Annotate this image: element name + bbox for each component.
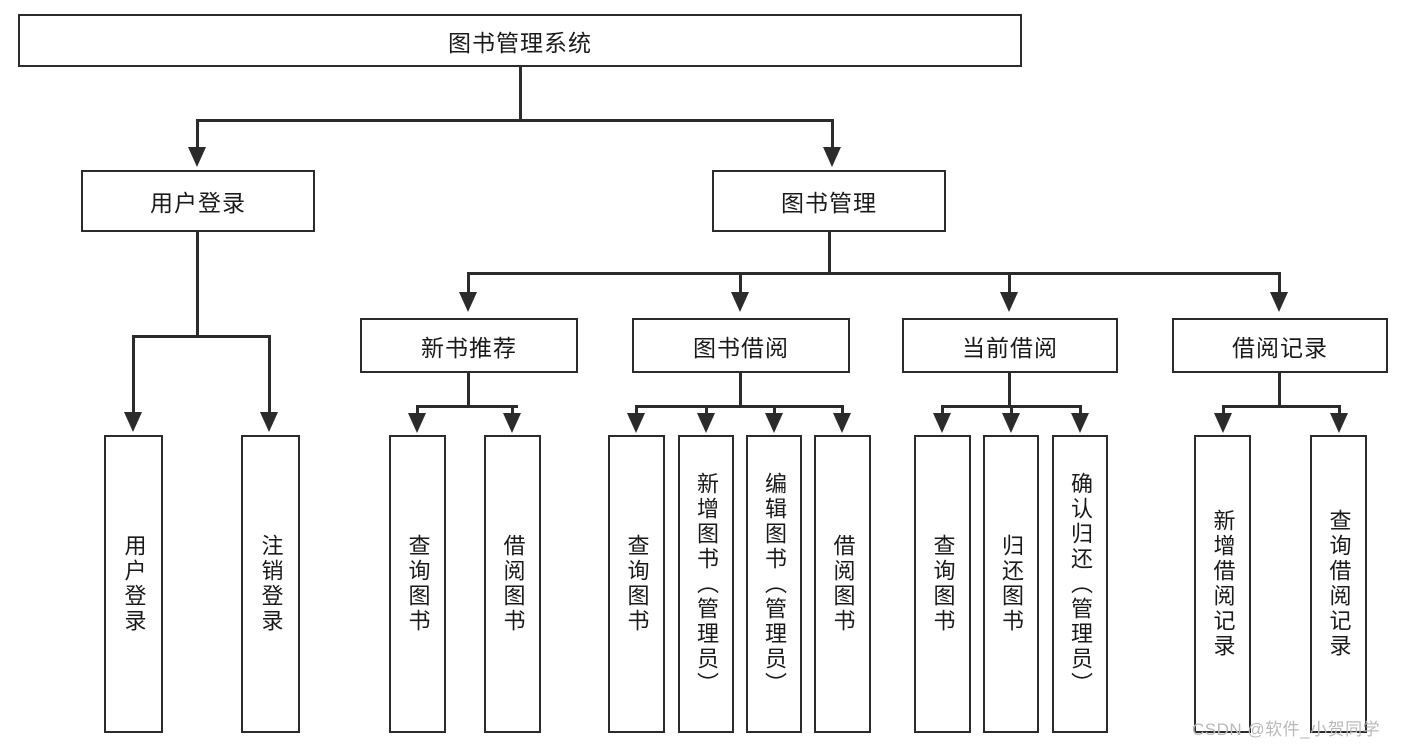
leaf-label: 借阅图书 [500,534,526,634]
arrowhead-nb-to-leaf-1 [408,413,426,433]
arrowhead-bb-to-leaf-4 [833,413,851,433]
connector-bb-to-leaf-4 [841,405,844,417]
node-label: 当前借阅 [962,334,1058,361]
connector-root-to-user-login [196,119,199,151]
leaf-node-query-book-2[interactable]: 查询图书 [608,435,665,733]
leaf-label: 借阅图书 [830,534,856,634]
node-new-book-recommend[interactable]: 新书推荐 [360,318,578,373]
arrowhead-root-to-user-login [188,147,206,167]
connector-cb-to-leaf-2 [1010,405,1013,417]
leaf-node-query-borrow-record[interactable]: 查询借阅记录 [1310,435,1367,733]
leaf-label: 查询借阅记录 [1326,509,1352,659]
node-label: 图书借阅 [693,334,789,361]
leaf-label: 归还图书 [999,534,1024,634]
leaf-node-borrow-book-1[interactable]: 借阅图书 [484,435,541,733]
node-user-login[interactable]: 用户登录 [81,170,315,232]
connector-cb-to-leaf-3 [1079,405,1082,417]
arrowhead-cb-to-leaf-2 [1002,413,1020,433]
connector-new-book-bus [416,405,518,408]
leaf-label: 查询图书 [930,534,956,634]
leaf-label: 新增借阅记录 [1210,509,1236,659]
leaf-label: 确认归还（管理员） [1068,471,1093,697]
arrowhead-nb-to-leaf-2 [503,413,521,433]
leaf-label: 编辑图书（管理员） [762,471,787,697]
leaf-node-logout-login[interactable]: 注销登录 [241,435,300,733]
leaf-node-query-book-3[interactable]: 查询图书 [914,435,971,733]
connector-new-book-stem [467,373,470,408]
leaf-label: 新增图书（管理员） [694,471,719,697]
connector-nb-to-leaf-1 [416,405,419,417]
connector-user-login-stem [196,232,199,337]
connector-bm-to-book-borrow [739,272,742,296]
leaf-node-add-borrow-record[interactable]: 新增借阅记录 [1194,435,1251,733]
node-label: 图书管理 [781,190,877,216]
leaf-label: 查询图书 [624,534,650,634]
arrowhead-cb-to-leaf-3 [1071,413,1089,433]
leaf-node-query-book-1[interactable]: 查询图书 [389,435,446,733]
connector-br-to-leaf-2 [1338,405,1341,417]
connector-user-login-to-leaf-1 [132,335,135,415]
connector-current-borrow-stem [1008,373,1011,408]
connector-br-to-leaf-1 [1222,405,1225,417]
connector-user-login-to-leaf-2 [268,335,271,415]
connector-bm-to-current-borrow [1008,272,1011,296]
arrowhead-br-to-leaf-1 [1214,413,1232,433]
arrowhead-bm-to-borrow-record [1270,292,1288,312]
leaf-node-add-book[interactable]: 新增图书（管理员） [678,435,734,733]
node-label: 借阅记录 [1232,334,1328,361]
connector-bb-to-leaf-2 [705,405,708,417]
connector-root-to-book-management [831,119,834,151]
arrowhead-bm-to-current-borrow [1000,292,1018,312]
watermark-text: CSDN @软件_小贺同学 [1192,720,1381,739]
connector-root-bus [196,119,834,122]
arrowhead-bm-to-new-book [459,292,477,312]
node-book-borrow[interactable]: 图书借阅 [632,318,850,373]
connector-book-borrow-stem [739,373,742,408]
arrowhead-user-login-to-leaf-1 [124,412,142,432]
connector-borrow-record-stem [1278,373,1281,408]
arrowhead-root-to-book-management [823,147,841,167]
node-current-borrow[interactable]: 当前借阅 [902,318,1118,373]
leaf-node-user-login[interactable]: 用户登录 [104,435,163,733]
arrowhead-br-to-leaf-2 [1330,413,1348,433]
connector-book-management-bus [467,272,1281,275]
leaf-label: 查询图书 [405,534,431,634]
arrowhead-user-login-to-leaf-2 [260,412,278,432]
connector-nb-to-leaf-2 [511,405,514,417]
arrowhead-bb-to-leaf-1 [627,413,645,433]
node-root-book-management-system[interactable]: 图书管理系统 [18,14,1022,67]
node-book-management[interactable]: 图书管理 [712,170,946,232]
arrowhead-bb-to-leaf-3 [765,413,783,433]
connector-bm-to-borrow-record [1278,272,1281,296]
connector-book-borrow-bus [635,405,843,408]
leaf-node-return-book[interactable]: 归还图书 [983,435,1039,733]
connector-borrow-record-bus [1222,405,1340,408]
arrowhead-cb-to-leaf-1 [933,413,951,433]
connector-book-management-stem [828,232,831,274]
node-borrow-record[interactable]: 借阅记录 [1172,318,1388,373]
leaf-label: 用户登录 [121,534,147,634]
arrowhead-bm-to-book-borrow [731,292,749,312]
connector-bb-to-leaf-3 [773,405,776,417]
leaf-label: 注销登录 [258,534,284,634]
node-label: 新书推荐 [421,334,517,361]
connector-user-login-bus [132,335,270,338]
leaf-node-borrow-book-2[interactable]: 借阅图书 [814,435,871,733]
connector-cb-to-leaf-1 [941,405,944,417]
leaf-node-confirm-return[interactable]: 确认归还（管理员） [1052,435,1108,733]
leaf-node-edit-book[interactable]: 编辑图书（管理员） [746,435,802,733]
connector-bb-to-leaf-1 [635,405,638,417]
connector-bm-to-new-book [467,272,470,296]
csdn-watermark: CSDN @软件_小贺同学 [1192,715,1380,740]
node-label: 图书管理系统 [448,29,592,56]
arrowhead-bb-to-leaf-2 [697,413,715,433]
connector-root-stem [519,67,522,121]
node-label: 用户登录 [150,190,246,216]
